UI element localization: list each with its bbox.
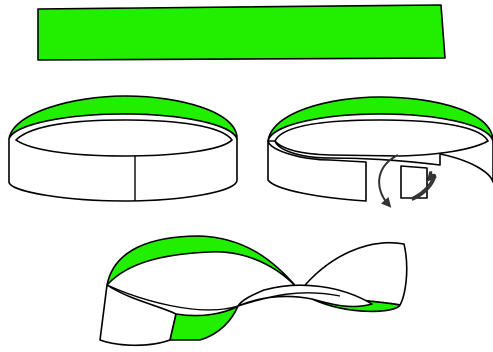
flat-strip [38, 5, 445, 60]
mobius-strip [100, 236, 407, 345]
ring-cut-opening [275, 120, 488, 156]
ring-loop-opening [16, 120, 232, 156]
ring-cut-open [268, 97, 493, 204]
mobius-green-lower-middle [170, 306, 238, 340]
flat-strip-face [38, 5, 445, 60]
twist-arrow-icon [379, 155, 398, 204]
ring-loop [9, 96, 237, 201]
mobius-green-upper-left [107, 236, 300, 291]
mobius-white-lower-left [100, 285, 176, 345]
